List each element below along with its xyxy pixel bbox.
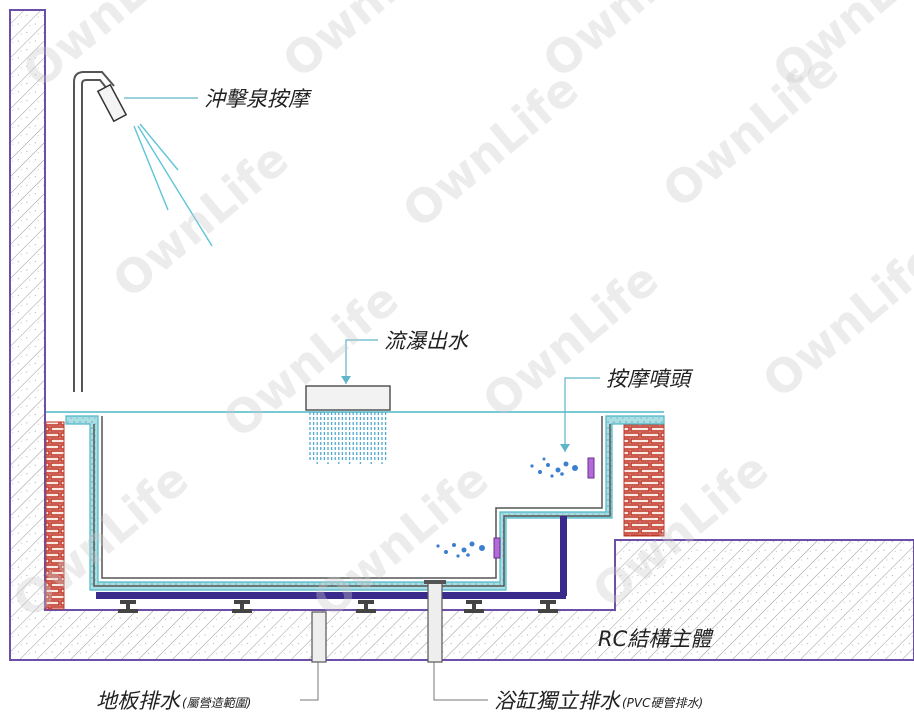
- brick-wall-right: [623, 423, 665, 537]
- label-massage-nozzle: 按摩噴頭: [606, 367, 694, 391]
- svg-text:OwnLife: OwnLife: [212, 272, 408, 449]
- label-floor-drain: 地板排水: [96, 689, 181, 713]
- leader-tub-drain: [433, 662, 488, 701]
- label-tub-drain-note: (PVC硬管排水): [622, 696, 703, 710]
- massage-nozzle-upper: [530, 457, 595, 479]
- svg-text:OwnLife: OwnLife: [392, 62, 588, 239]
- watermark-layer: OwnLife OwnLife OwnLife OwnLife OwnLife …: [2, 0, 914, 628]
- tub-feet: [118, 600, 558, 613]
- floor-drain-pipe: [311, 611, 327, 663]
- label-tub-drain: 浴缸獨立排水: [494, 689, 621, 713]
- leader-floor-drain: [300, 662, 319, 701]
- svg-text:OwnLife: OwnLife: [102, 132, 298, 309]
- tub-support-frame: [96, 592, 566, 599]
- label-shower-massage: 沖擊泉按摩: [204, 87, 312, 111]
- rc-structure: [9, 9, 914, 661]
- tub-drain-pipe: [427, 581, 443, 663]
- tub-support-post: [560, 516, 567, 596]
- label-waterfall-outlet: 流瀑出水: [384, 329, 469, 353]
- shower-head: [73, 71, 213, 392]
- massage-nozzle-lower: [436, 537, 501, 559]
- waterfall-outlet: [305, 385, 391, 464]
- label-floor-drain-note: (屬營造範圍): [182, 696, 251, 710]
- leader-waterfall: [345, 339, 378, 384]
- svg-text:OwnLife: OwnLife: [752, 232, 914, 409]
- svg-text:OwnLife: OwnLife: [272, 0, 468, 88]
- svg-text:OwnLife: OwnLife: [472, 252, 668, 429]
- svg-text:OwnLife: OwnLife: [652, 42, 848, 219]
- label-rc-structure: RC結構主體: [598, 627, 714, 651]
- leader-nozzle: [564, 377, 600, 452]
- brick-wall-left: [45, 421, 65, 610]
